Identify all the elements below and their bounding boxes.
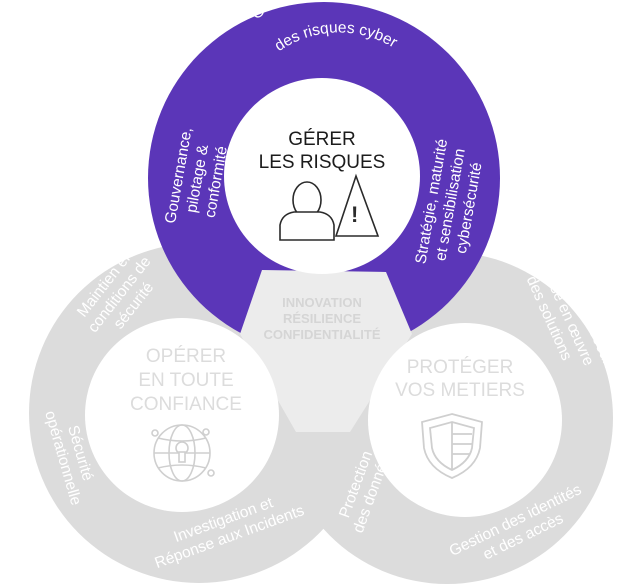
left-inner-disk bbox=[85, 318, 279, 512]
top-title-line2: LES RISQUES bbox=[259, 152, 386, 173]
left-title-line3: CONFIANCE bbox=[130, 394, 242, 415]
person-warning-icon: ! bbox=[279, 173, 380, 241]
shield-icon bbox=[421, 413, 483, 479]
globe-lock-icon bbox=[151, 424, 215, 482]
top-inner-disk bbox=[224, 78, 420, 274]
svg-text:!: ! bbox=[351, 202, 358, 227]
right-title-line1: PROTÉGER bbox=[407, 357, 514, 378]
left-title-line2: EN TOUTE bbox=[138, 370, 233, 391]
center-line3: CONFIDENTIALITÉ bbox=[264, 327, 381, 342]
center-line2: RÉSILIENCE bbox=[283, 311, 361, 326]
center-zone bbox=[240, 270, 412, 432]
right-title-line2: VOS METIERS bbox=[395, 380, 525, 401]
top-title-line1: GÉRER bbox=[288, 129, 356, 150]
center-line1: INNOVATION bbox=[282, 295, 362, 310]
left-title-line1: OPÉRER bbox=[146, 346, 226, 367]
right-inner-disk bbox=[368, 323, 562, 517]
